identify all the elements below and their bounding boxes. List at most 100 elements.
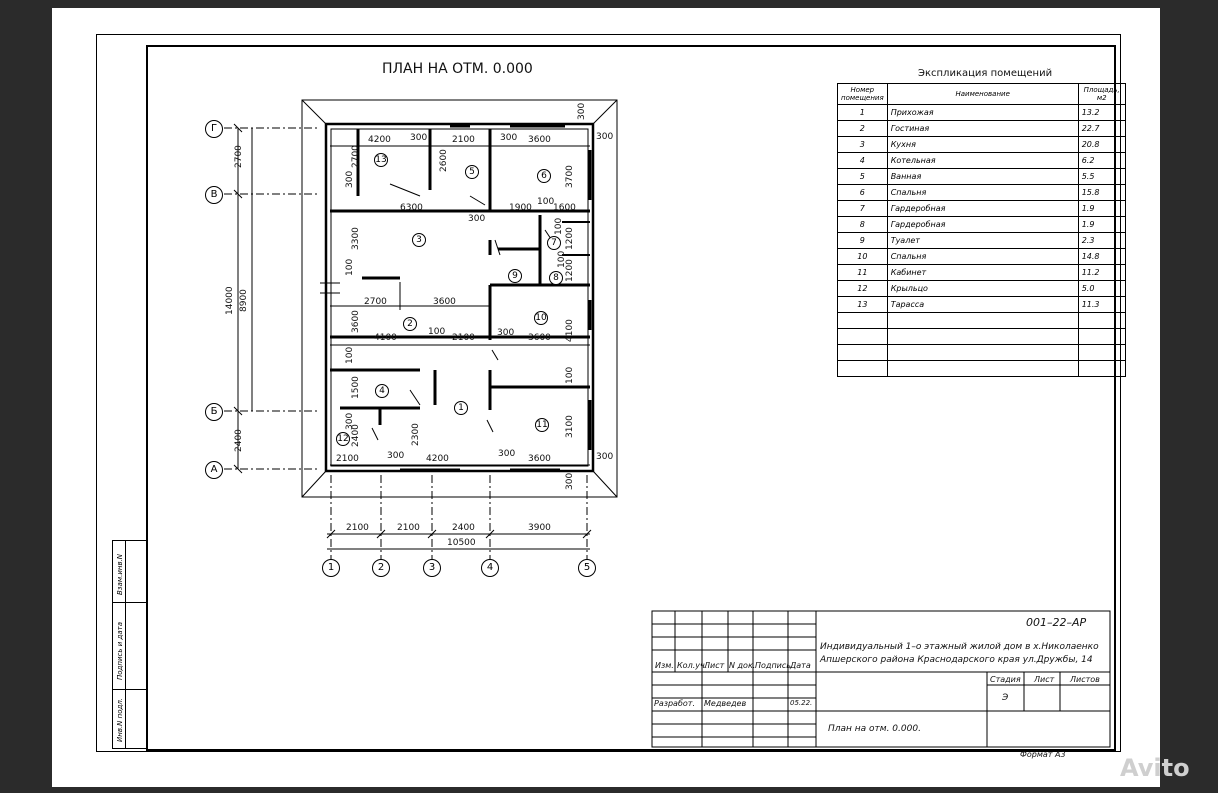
dim: 3600 bbox=[528, 135, 551, 145]
explication-cell-name: Гардеробная bbox=[886, 216, 1079, 233]
axis-bubble-b: Б bbox=[205, 403, 223, 421]
dim: 300 bbox=[500, 133, 518, 143]
col-header: Изм. bbox=[655, 661, 674, 670]
explication-cell-area: 1.9 bbox=[1077, 216, 1126, 233]
dim: 2400 bbox=[351, 424, 361, 447]
developed-label: Разработ. bbox=[654, 699, 695, 708]
explication-cell-area: 11.3 bbox=[1077, 296, 1126, 313]
explication-cell-area: 5.0 bbox=[1077, 280, 1126, 297]
dim: 3300 bbox=[351, 227, 361, 250]
dim: 4100 bbox=[374, 333, 397, 343]
explication-table: Номер помещения Наименование Площадь, м2… bbox=[837, 83, 1126, 377]
side-stamp-label: Инв.N подл. bbox=[116, 697, 124, 742]
dim-bottom-3: 2400 bbox=[452, 523, 475, 533]
developer-name: Медведев bbox=[704, 699, 747, 708]
dim-bottom-total: 10500 bbox=[447, 538, 476, 548]
stage-header: Лист bbox=[1034, 675, 1055, 684]
dim: 2100 bbox=[452, 135, 475, 145]
dim: 2100 bbox=[336, 454, 359, 464]
explication-cell-name: Ванная bbox=[886, 168, 1079, 185]
dim: 300 bbox=[387, 451, 405, 461]
dim: 100 bbox=[428, 327, 446, 337]
side-stamp-label: Подпись и дата bbox=[116, 622, 124, 680]
explication-cell-name: Котельная bbox=[886, 152, 1079, 169]
col-header: N док. bbox=[729, 661, 756, 670]
explication-header-name: Наименование bbox=[886, 83, 1079, 105]
explication-empty-row bbox=[837, 328, 1126, 345]
dim: 300 bbox=[345, 170, 355, 188]
dim-left-14000: 14000 bbox=[225, 286, 235, 315]
dim: 3700 bbox=[565, 165, 575, 188]
dim: 300 bbox=[596, 132, 614, 142]
dim-bottom-2: 2100 bbox=[397, 523, 420, 533]
dim: 100 bbox=[554, 217, 564, 235]
room-number: 9 bbox=[508, 269, 522, 283]
explication-cell-n: 13 bbox=[837, 296, 888, 313]
room-number: 11 bbox=[535, 418, 549, 432]
room-number: 5 bbox=[465, 165, 479, 179]
explication-cell-area: 20.8 bbox=[1077, 136, 1126, 153]
watermark: Avito bbox=[1120, 754, 1190, 782]
explication-cell-area: 5.5 bbox=[1077, 168, 1126, 185]
axis-bubble-g: Г bbox=[205, 120, 223, 138]
explication-empty-row bbox=[837, 344, 1126, 361]
axis-bubble-v: В bbox=[205, 186, 223, 204]
dim: 6300 bbox=[400, 203, 423, 213]
dim: 2300 bbox=[411, 423, 421, 446]
outer-frame bbox=[96, 34, 1121, 752]
explication-cell-name: Кухня bbox=[886, 136, 1079, 153]
explication-cell-n: 5 bbox=[837, 168, 888, 185]
stage-header: Стадия bbox=[990, 675, 1021, 684]
dim: 2700 bbox=[364, 297, 387, 307]
drawing-code: 001–22–АР bbox=[1026, 616, 1087, 629]
dim: 4200 bbox=[426, 454, 449, 464]
explication-empty-row bbox=[837, 360, 1126, 377]
explication-cell-area: 6.2 bbox=[1077, 152, 1126, 169]
stage-value: Э bbox=[1002, 693, 1009, 703]
explication-empty-row bbox=[837, 312, 1126, 329]
dim: 1600 bbox=[553, 203, 576, 213]
dim: 300 bbox=[410, 133, 428, 143]
col-header: Кол.уч. bbox=[677, 661, 708, 670]
room-number: 10 bbox=[534, 311, 548, 325]
dim: 3100 bbox=[565, 415, 575, 438]
axis-bubble-3: 3 bbox=[423, 559, 441, 577]
explication-cell-n: 12 bbox=[837, 280, 888, 297]
dim: 3600 bbox=[528, 454, 551, 464]
dim: 300 bbox=[596, 452, 614, 462]
room-number: 6 bbox=[537, 169, 551, 183]
explication-cell-area: 1.9 bbox=[1077, 200, 1126, 217]
explication-cell-area: 22.7 bbox=[1077, 120, 1126, 137]
explication-cell-area: 11.2 bbox=[1077, 264, 1126, 281]
dim: 300 bbox=[468, 214, 486, 224]
format-label: Формат А3 bbox=[1020, 750, 1066, 759]
dim: 4200 bbox=[368, 135, 391, 145]
axis-bubble-4: 4 bbox=[481, 559, 499, 577]
dim: 100 bbox=[537, 197, 555, 207]
dim-left-2700: 2700 bbox=[234, 145, 244, 168]
explication-cell-n: 9 bbox=[837, 232, 888, 249]
dim-bottom-4: 3900 bbox=[528, 523, 551, 533]
explication-cell-n: 11 bbox=[837, 264, 888, 281]
explication-cell-n: 2 bbox=[837, 120, 888, 137]
plan-title: ПЛАН НА ОТМ. 0.000 bbox=[382, 61, 533, 77]
room-number: 3 bbox=[412, 233, 426, 247]
dim: 1900 bbox=[509, 203, 532, 213]
room-number: 1 bbox=[454, 401, 468, 415]
dim: 2600 bbox=[439, 149, 449, 172]
explication-cell-name: Спальня bbox=[886, 184, 1079, 201]
explication-cell-name: Кабинет bbox=[886, 264, 1079, 281]
explication-header-number: Номер помещения bbox=[837, 83, 888, 105]
explication-cell-area: 14.8 bbox=[1077, 248, 1126, 265]
axis-bubble-2: 2 bbox=[372, 559, 390, 577]
explication-cell-name: Гостиная bbox=[886, 120, 1079, 137]
date: 05.22. bbox=[790, 699, 813, 707]
